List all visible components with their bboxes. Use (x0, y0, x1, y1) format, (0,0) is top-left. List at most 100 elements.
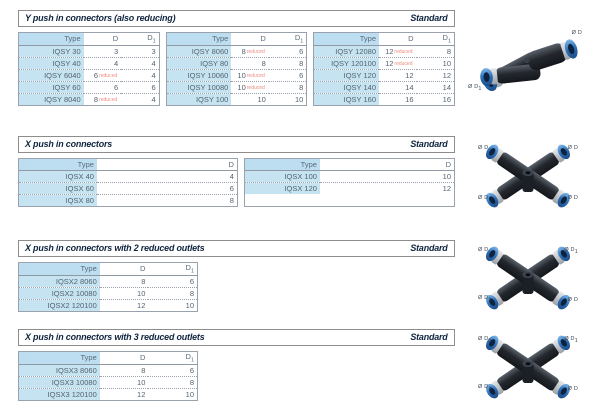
cell-type: IQSY 120 (314, 69, 379, 82)
column-header-d1: D1 (121, 33, 159, 46)
cell-type: IQSY 40 (19, 57, 84, 70)
dimension-label: Ø D (571, 30, 582, 36)
section-title: Y push in connectors (also reducing) (25, 13, 176, 24)
column-header-d1: D1 (148, 352, 197, 365)
column-header-type: Type (19, 33, 84, 46)
table-row: IQSY 160 16 16 (314, 93, 454, 105)
dimension-label: Ø D1 (478, 336, 492, 345)
dimension-label: Ø D1 (468, 83, 482, 92)
cell-type: IQSX3 120100 (19, 388, 100, 400)
dimension-label: Ø D (478, 145, 489, 151)
cell-type: IQSX2 120100 (19, 299, 100, 311)
dimension-label: Ø D1 (478, 294, 492, 303)
cell-d1: 10 (295, 94, 304, 104)
cell-d: 4 (96, 170, 237, 183)
column-header-d: D (83, 33, 122, 46)
column-header-type: Type (314, 33, 379, 46)
cell-d: 3 (83, 45, 122, 58)
cell-d1: 16 (442, 94, 452, 104)
section-y-push-in: Y push in connectors (also reducing)Stan… (18, 10, 456, 106)
column-header-type: Type (19, 263, 100, 276)
cell-d1: 10 (185, 389, 194, 399)
column-header-d1: D1 (148, 263, 197, 276)
dimension-label: Ø D (567, 195, 578, 201)
cell-d1: 3 (121, 45, 159, 58)
cell-type: IQSY 140 (314, 81, 379, 94)
reduced-marker: reduced (394, 48, 413, 55)
section-banner: X push in connectors with 2 reduced outl… (18, 240, 455, 257)
dimension-label: Ø D1 (564, 336, 578, 345)
cell-d1: 6 (121, 81, 159, 94)
section-x-push-in-2-reduced: X push in connectors with 2 reduced outl… (18, 240, 455, 312)
cell-d1: 8 (268, 57, 307, 70)
cell-d1: 4 (121, 69, 159, 82)
reduced-marker: reduced (246, 72, 265, 79)
cell-type: IQSX2 8060 (19, 275, 100, 288)
cell-type: IQSY 160 (314, 93, 379, 105)
cell-type: IQSX3 10080 (19, 376, 100, 389)
cell-d1: 6 (148, 275, 197, 288)
column-header-d: D (99, 352, 149, 365)
cell-d: 10 (257, 94, 266, 104)
section-banner: Y push in connectors (also reducing)Stan… (18, 10, 455, 27)
cell-d1: 12 (416, 69, 455, 82)
cell-type: IQSY 100 (166, 93, 232, 105)
cell-d: 8reduced (231, 45, 269, 58)
column-header-type: Type (19, 352, 100, 365)
reduced-marker: reduced (99, 96, 118, 103)
cell-d: 12reduced (379, 45, 417, 58)
cell-d: 6reduced (83, 69, 122, 82)
product-image-y-connector: Ø D Ø D1 (468, 28, 582, 100)
dimension-label: Ø D (567, 145, 578, 151)
standard-label: Standard (410, 243, 448, 254)
cell-type: IQSX 80 (19, 194, 97, 206)
fitting-illustration (485, 246, 571, 310)
cell-d1: 8 (268, 81, 307, 94)
column-header-d: D (99, 263, 149, 276)
cell-type: IQSY 10080 (166, 81, 232, 94)
cell-d: 16 (405, 94, 414, 104)
cell-d: 10reduced (231, 69, 269, 82)
section-title: X push in connectors with 2 reduced outl… (25, 243, 205, 254)
cell-type: IQSX 40 (19, 170, 97, 183)
cell-type: IQSX 60 (19, 182, 97, 195)
dimension-label: Ø D1 (564, 247, 578, 256)
cell-d1: 10 (185, 300, 194, 310)
cell-type: IQSX3 8060 (19, 364, 100, 377)
cell-d: 12 (442, 184, 451, 193)
column-header-d1: D1 (416, 33, 455, 46)
cell-type: IQSY 6040 (19, 69, 84, 82)
cell-d1: 4 (151, 94, 156, 104)
cell-d1: 10 (416, 57, 455, 70)
cell-type: IQSY 120100 (314, 57, 379, 70)
reduced-marker: reduced (394, 60, 413, 67)
cell-type: IQSY 30 (19, 45, 84, 58)
dimension-label: Ø D (478, 195, 489, 201)
cell-d: 12 (379, 69, 417, 82)
cell-type: IQSY 12080 (314, 45, 379, 58)
section-title: X push in connectors (25, 139, 113, 150)
cell-d: 12reduced (379, 57, 417, 70)
section-banner: X push in connectors with 3 reduced outl… (18, 329, 455, 346)
